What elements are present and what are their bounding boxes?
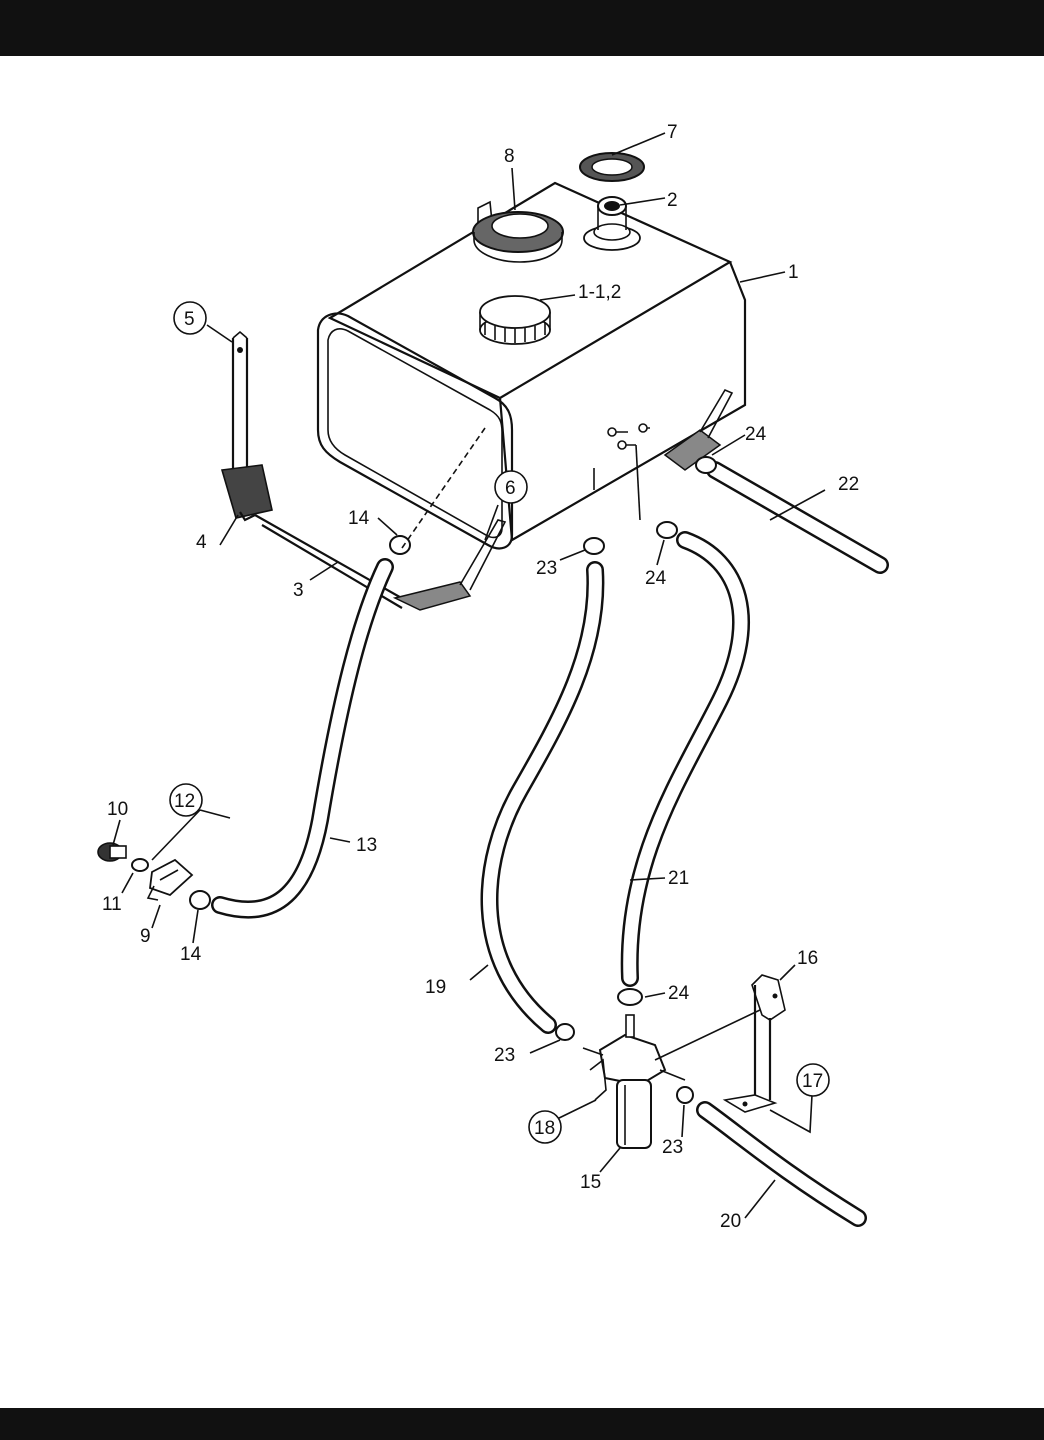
label-16: 16 xyxy=(797,948,818,969)
hose-20 xyxy=(696,1101,867,1227)
label-24-top: 24 xyxy=(745,424,767,445)
label-14-top: 14 xyxy=(348,508,370,529)
label-23-top: 23 xyxy=(536,558,557,579)
label-2: 2 xyxy=(667,190,678,211)
tank-cap xyxy=(479,295,551,345)
callout-circle-5 xyxy=(173,301,207,335)
label-6: 6 xyxy=(505,478,516,499)
gasket-7 xyxy=(579,152,645,182)
callout-circle-6 xyxy=(494,470,528,504)
hose-13 xyxy=(211,535,411,919)
hose-22 xyxy=(695,456,889,574)
hose-19 xyxy=(480,468,605,1034)
label-9: 9 xyxy=(140,926,151,947)
label-5: 5 xyxy=(184,309,195,330)
leader-lines xyxy=(112,132,826,1219)
label-20: 20 xyxy=(720,1211,741,1232)
label-12: 12 xyxy=(174,791,195,812)
label-10: 10 xyxy=(107,799,128,820)
label-24-bottom: 24 xyxy=(668,983,690,1004)
label-15: 15 xyxy=(580,1172,601,1193)
label-13: 13 xyxy=(356,835,377,856)
filler-flange-8 xyxy=(472,200,564,263)
label-22: 22 xyxy=(838,474,859,495)
tank-right-bracket xyxy=(607,388,734,521)
fuel-cock-assembly xyxy=(97,842,211,910)
callout-circle-18 xyxy=(528,1110,562,1144)
label-1-1-2: 1-1,2 xyxy=(578,282,621,303)
callout-labels: 1 1-1,2 2 7 8 5 4 3 14 6 22 24 23 24 13 … xyxy=(102,122,859,1232)
label-14-bottom: 14 xyxy=(180,944,202,965)
label-23-right: 23 xyxy=(662,1137,683,1158)
label-7: 7 xyxy=(667,122,678,143)
callout-circle-17 xyxy=(796,1063,830,1097)
label-19: 19 xyxy=(425,977,446,998)
top-black-bar xyxy=(0,0,1044,56)
fuel-filter xyxy=(555,1014,694,1149)
bottom-black-bar xyxy=(0,1408,1044,1440)
label-24-mid: 24 xyxy=(645,568,667,589)
callout-circle-12 xyxy=(169,783,203,817)
label-17: 17 xyxy=(802,1071,823,1092)
label-8: 8 xyxy=(504,146,515,167)
hose-21 xyxy=(617,521,750,1006)
label-1: 1 xyxy=(788,262,799,283)
label-21: 21 xyxy=(668,868,689,889)
label-11: 11 xyxy=(102,894,122,915)
filter-bracket xyxy=(722,974,786,1113)
label-4: 4 xyxy=(196,532,207,553)
label-3: 3 xyxy=(293,580,304,601)
label-23-left: 23 xyxy=(494,1045,515,1066)
label-18: 18 xyxy=(534,1118,555,1139)
fuel-gauge xyxy=(583,196,641,251)
tank-strap xyxy=(220,330,507,611)
